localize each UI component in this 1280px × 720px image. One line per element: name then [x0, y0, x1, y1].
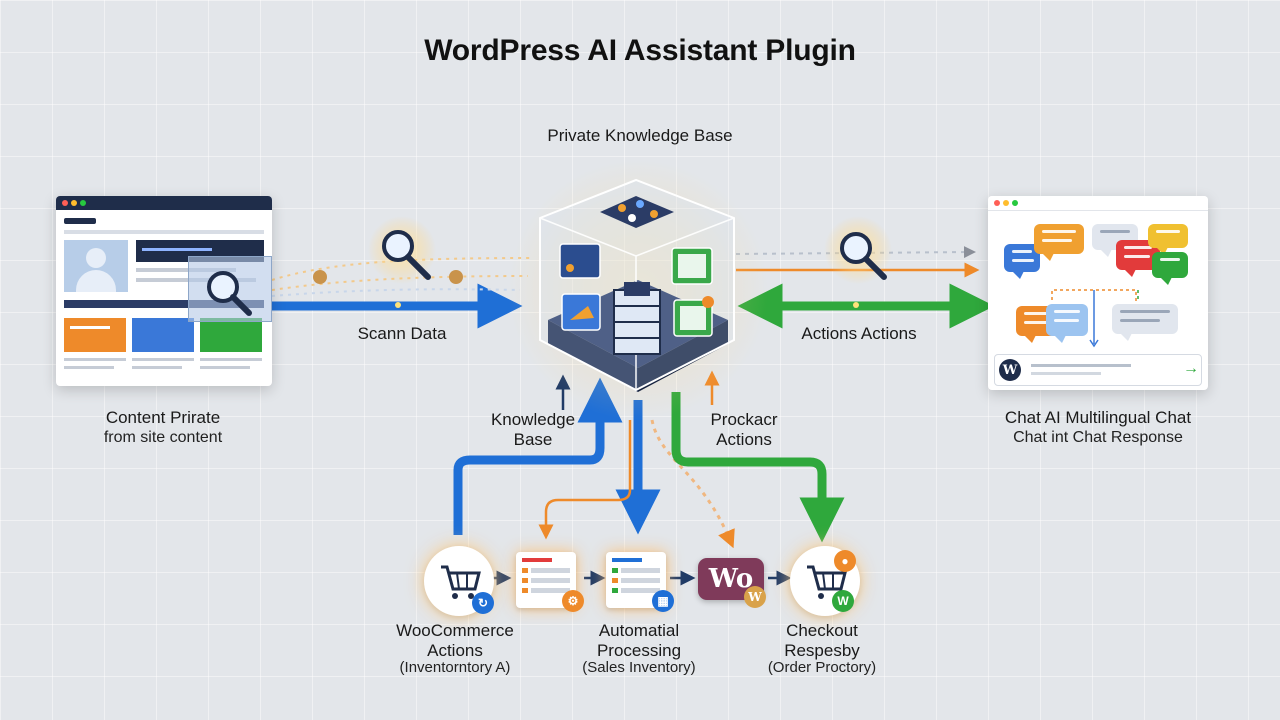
bottom-label-checkout: Checkout Respesby — [784, 621, 860, 660]
user-icon: ● — [834, 550, 856, 572]
chat-bubble — [1152, 252, 1188, 285]
right-label: Chat AI Multilingual Chat — [1004, 408, 1192, 427]
left-label: Content Prirate — [105, 408, 221, 427]
woocommerce-cart-node: ↻ — [424, 546, 494, 616]
knowledge-base-title: Private Knowledge Base — [547, 126, 733, 145]
actions-magnifier-icon — [824, 216, 892, 284]
checkout-cart-node: ● W — [790, 546, 860, 616]
cart-icon — [441, 565, 481, 599]
actions-label: Actions Actions — [801, 324, 917, 343]
kb-up-label: Knowledge Base — [490, 410, 576, 449]
gear-icon: ⚙ — [562, 590, 584, 612]
chat-bubble — [1034, 224, 1084, 261]
page-title: WordPress AI Assistant Plugin — [424, 34, 856, 67]
checkout-arrow — [671, 392, 845, 543]
processing-doc-blue: ▦ — [606, 552, 674, 612]
right-sub: Chat int Chat Response — [1013, 429, 1183, 446]
bottom-sub-woocommerce: (Inventorntory A) — [399, 659, 511, 676]
scan-magnifier-icon — [368, 216, 436, 284]
processing-doc-orange: ⚙ — [516, 552, 584, 612]
proc-label: Prockacr Actions — [710, 410, 778, 449]
avatar-image — [64, 240, 128, 292]
grid-icon: ▦ — [652, 590, 674, 612]
woocommerce-logo: Wo W — [698, 558, 766, 608]
knowledge-base-cube — [508, 160, 768, 420]
left-sub: from site content — [103, 429, 223, 446]
bottom-sub-processing: (Sales Inventory) — [582, 659, 696, 676]
bottom-label-processing: Automatial Processing — [596, 621, 682, 660]
send-arrow-icon[interactable]: → — [1183, 360, 1199, 377]
sync-icon: ↻ — [472, 592, 494, 614]
chat-input[interactable]: W → — [994, 354, 1202, 386]
scan-label: Scann Data — [357, 324, 447, 343]
chat-window: W → — [988, 196, 1208, 390]
scan-lens-icon — [188, 256, 272, 322]
bottom-sub-checkout: (Order Proctory) — [767, 659, 877, 676]
checkout-badge: W — [832, 590, 854, 612]
woo-badge: W — [744, 586, 766, 608]
wordpress-logo-icon: W — [999, 359, 1021, 381]
chat-bubble — [1112, 304, 1178, 341]
chat-bubble — [1148, 224, 1188, 255]
chat-bubble — [1046, 304, 1088, 343]
bottom-label-woocommerce: WooCommerce Actions — [396, 621, 514, 660]
kb-up-arrow — [453, 377, 623, 535]
